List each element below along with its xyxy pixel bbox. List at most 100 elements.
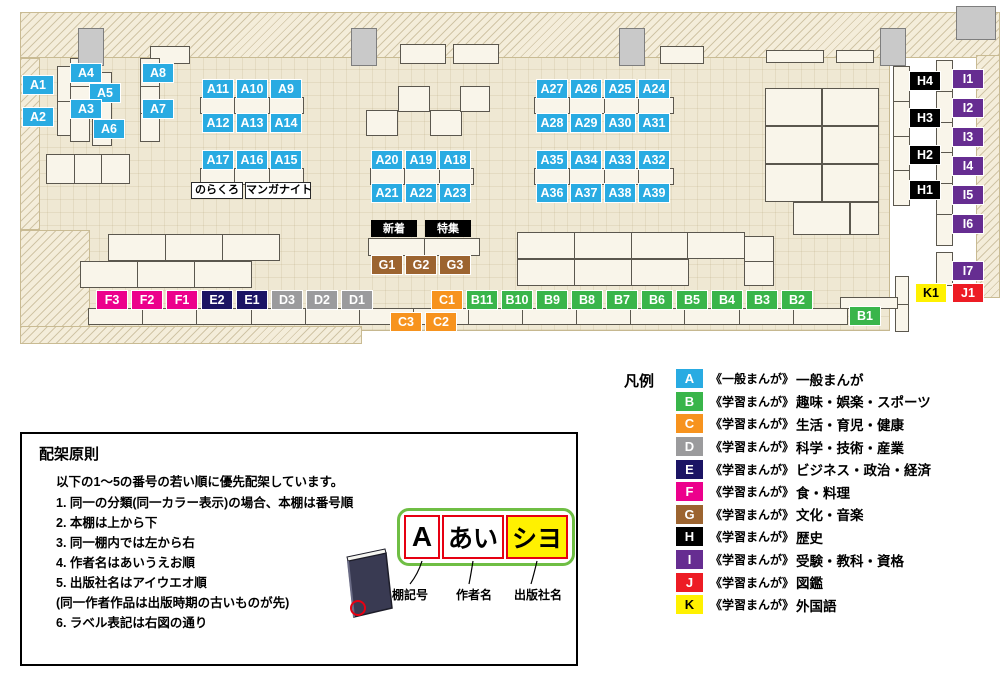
- label-norakuro: のらくろ: [191, 182, 243, 199]
- shelf-badge-I1: I1: [952, 69, 984, 89]
- shelf: [534, 97, 674, 114]
- shelf-badge-B7: B7: [606, 290, 638, 310]
- shelf-badge-I3: I3: [952, 127, 984, 147]
- shelf-badge-B5: B5: [676, 290, 708, 310]
- legend-tag: 《学習まんが》: [710, 598, 795, 613]
- shelf-badge-A32: A32: [638, 150, 670, 170]
- label-author-cell: あい: [442, 515, 504, 559]
- legend-category-label: 一般まんが: [796, 372, 864, 388]
- shelf-badge-A9: A9: [270, 79, 302, 99]
- shelf-badge-A20: A20: [371, 150, 403, 170]
- pillar: [956, 6, 996, 40]
- legend-row-H: H《学習まんが》歴史: [676, 527, 931, 547]
- shelf-badge-A4: A4: [70, 63, 102, 83]
- legend-badge-K: K: [676, 595, 703, 615]
- shelf-badge-H1: H1: [909, 180, 941, 200]
- legend-badge-F: F: [676, 482, 703, 502]
- shelf: [200, 97, 304, 114]
- shelf: [88, 308, 848, 325]
- principle-rule-1: 1. 同一の分類(同一カラー表示)の場合、本棚は番号順: [56, 496, 354, 510]
- shelf-badge-A26: A26: [570, 79, 602, 99]
- shelf: [460, 86, 490, 112]
- shelf-badge-A34: A34: [570, 150, 602, 170]
- shelf-badge-I4: I4: [952, 156, 984, 176]
- shelf-badge-D2: D2: [306, 290, 338, 310]
- shelf-badge-A35: A35: [536, 150, 568, 170]
- shelf-badge-C1: C1: [431, 290, 463, 310]
- shelf-badge-C3: C3: [390, 312, 422, 332]
- legend-badge-I: I: [676, 550, 703, 570]
- legend-tag: 《一般まんが》: [710, 372, 795, 387]
- legend-tag: 《学習まんが》: [710, 462, 795, 477]
- shelf-badge-A29: A29: [570, 113, 602, 133]
- shelf: [766, 50, 824, 63]
- shelf: [850, 202, 879, 235]
- shelf-badge-I7: I7: [952, 261, 984, 281]
- shelf-badge-I6: I6: [952, 214, 984, 234]
- shelf-badge-A11: A11: [202, 79, 234, 99]
- principles-rules: 1. 同一の分類(同一カラー表示)の場合、本棚は番号順 2. 本棚は上から下 3. …: [56, 493, 576, 633]
- legend-row-C: C《学習まんが》生活・育児・健康: [676, 414, 931, 434]
- shelf: [368, 238, 480, 256]
- shelf-badge-D1: D1: [341, 290, 373, 310]
- shelf-badge-A30: A30: [604, 113, 636, 133]
- shelf-badge-A15: A15: [270, 150, 302, 170]
- shelf-badge-B2: B2: [781, 290, 813, 310]
- legend-row-A: A《一般まんが》一般まんが: [676, 369, 931, 389]
- shelf-badge-I2: I2: [952, 98, 984, 118]
- legend-title: 凡例: [624, 373, 655, 390]
- shelf-badge-E1: E1: [236, 290, 268, 310]
- pillar: [880, 28, 906, 66]
- legend-badge-J: J: [676, 572, 703, 592]
- shelf: [836, 50, 874, 63]
- principle-rule-6: 6. ラベル表記は右図の通り: [56, 616, 208, 630]
- shelf: [660, 46, 704, 64]
- shelf-badge-E2: E2: [201, 290, 233, 310]
- annotation-publisher: 出版社名: [514, 588, 563, 602]
- shelf-badge-A36: A36: [536, 183, 568, 203]
- shelf-badge-B4: B4: [711, 290, 743, 310]
- principle-rule-4: 4. 作者名はあいうえお順: [56, 556, 195, 570]
- legend-category-label: 文化・音楽: [796, 508, 864, 524]
- shelf-badge-F2: F2: [131, 290, 163, 310]
- principle-rule-2: 2. 本棚は上から下: [56, 516, 158, 530]
- legend-row-B: B《学習まんが》趣味・娯楽・スポーツ: [676, 391, 931, 412]
- shelf: [765, 164, 822, 202]
- shelf: [822, 126, 879, 164]
- shelf: [765, 126, 822, 164]
- legend-row-D: D《学習まんが》科学・技術・産業: [676, 437, 931, 457]
- shelf: [366, 110, 398, 136]
- shelf-badge-F3: F3: [96, 290, 128, 310]
- principle-rule-3: 3. 同一棚内では左から右: [56, 536, 195, 550]
- shelf-badge-A38: A38: [604, 183, 636, 203]
- shelf-badge-A16: A16: [236, 150, 268, 170]
- label-new-arrivals: 新着: [371, 220, 417, 237]
- legend-category-label: 生活・育児・健康: [796, 417, 905, 433]
- shelf-badge-B8: B8: [571, 290, 603, 310]
- legend-tag: 《学習まんが》: [710, 417, 795, 432]
- shelf-badge-A14: A14: [270, 113, 302, 133]
- shelf: [46, 154, 130, 184]
- legend-badge-E: E: [676, 459, 703, 479]
- shelf-badge-A7: A7: [142, 99, 174, 119]
- shelf-badge-A2: A2: [22, 107, 54, 127]
- shelf-badge-A25: A25: [604, 79, 636, 99]
- principles-panel: 配架原則 以下の1〜5の番号の若い順に優先配架しています。 1. 同一の分類(同…: [20, 432, 578, 666]
- shelf: [400, 44, 446, 64]
- legend-tag: 《学習まんが》: [710, 553, 795, 568]
- shelf-badge-J1: J1: [952, 283, 984, 303]
- legend-row-G: G《学習まんが》文化・音楽: [676, 504, 931, 525]
- pillar: [619, 28, 645, 66]
- shelf-badge-A21: A21: [371, 183, 403, 203]
- shelf: [936, 252, 953, 286]
- shelf-badge-A39: A39: [638, 183, 670, 203]
- legend-category-label: 図鑑: [796, 576, 824, 592]
- shelf: [453, 44, 499, 64]
- shelf-badge-A17: A17: [202, 150, 234, 170]
- shelf: [893, 66, 910, 206]
- shelf-badge-B6: B6: [641, 290, 673, 310]
- legend-tag: 《学習まんが》: [710, 575, 795, 590]
- shelf-badge-K1: K1: [915, 283, 947, 303]
